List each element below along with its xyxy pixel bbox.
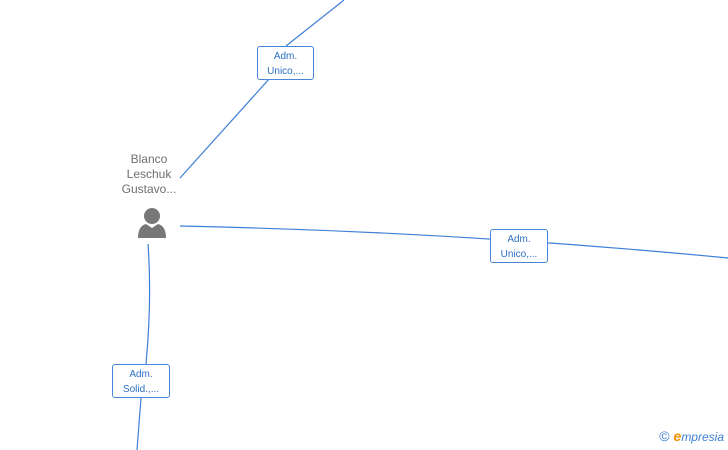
relation-role-line2: Unico,... [267,66,304,77]
copyright-icon: © [659,428,670,444]
relation-role-line1: Adm. [507,234,531,245]
edge-to-right-company [179,225,728,259]
relation-role-line2: Unico,... [500,249,538,260]
brand-watermark: © empresia [659,428,724,444]
relation-label-right[interactable]: Adm. Unico,... [490,229,548,263]
person-name-line: Leschuk [126,167,172,181]
person-name-line: Blanco [130,152,168,166]
relation-label-bottom[interactable]: Adm. Solid.,... [112,364,170,398]
relation-role-line2: Solid.,... [122,384,160,395]
relation-role-line1: Adm. [129,369,153,380]
edge-to-bottom-company [136,243,151,450]
person-name-line: Gustavo... [121,182,177,196]
relation-role-line1: Adm. [273,51,298,62]
brand-logo: empresia [674,428,724,444]
brand-logo-initial: e [673,428,682,444]
brand-logo-text: mpresia [681,430,724,444]
person-icon[interactable] [136,206,168,240]
edge-to-top-company [179,0,345,179]
relation-label-top[interactable]: Adm. Unico,... [257,46,314,80]
person-name[interactable]: Blanco Leschuk Gustavo... [108,152,190,197]
